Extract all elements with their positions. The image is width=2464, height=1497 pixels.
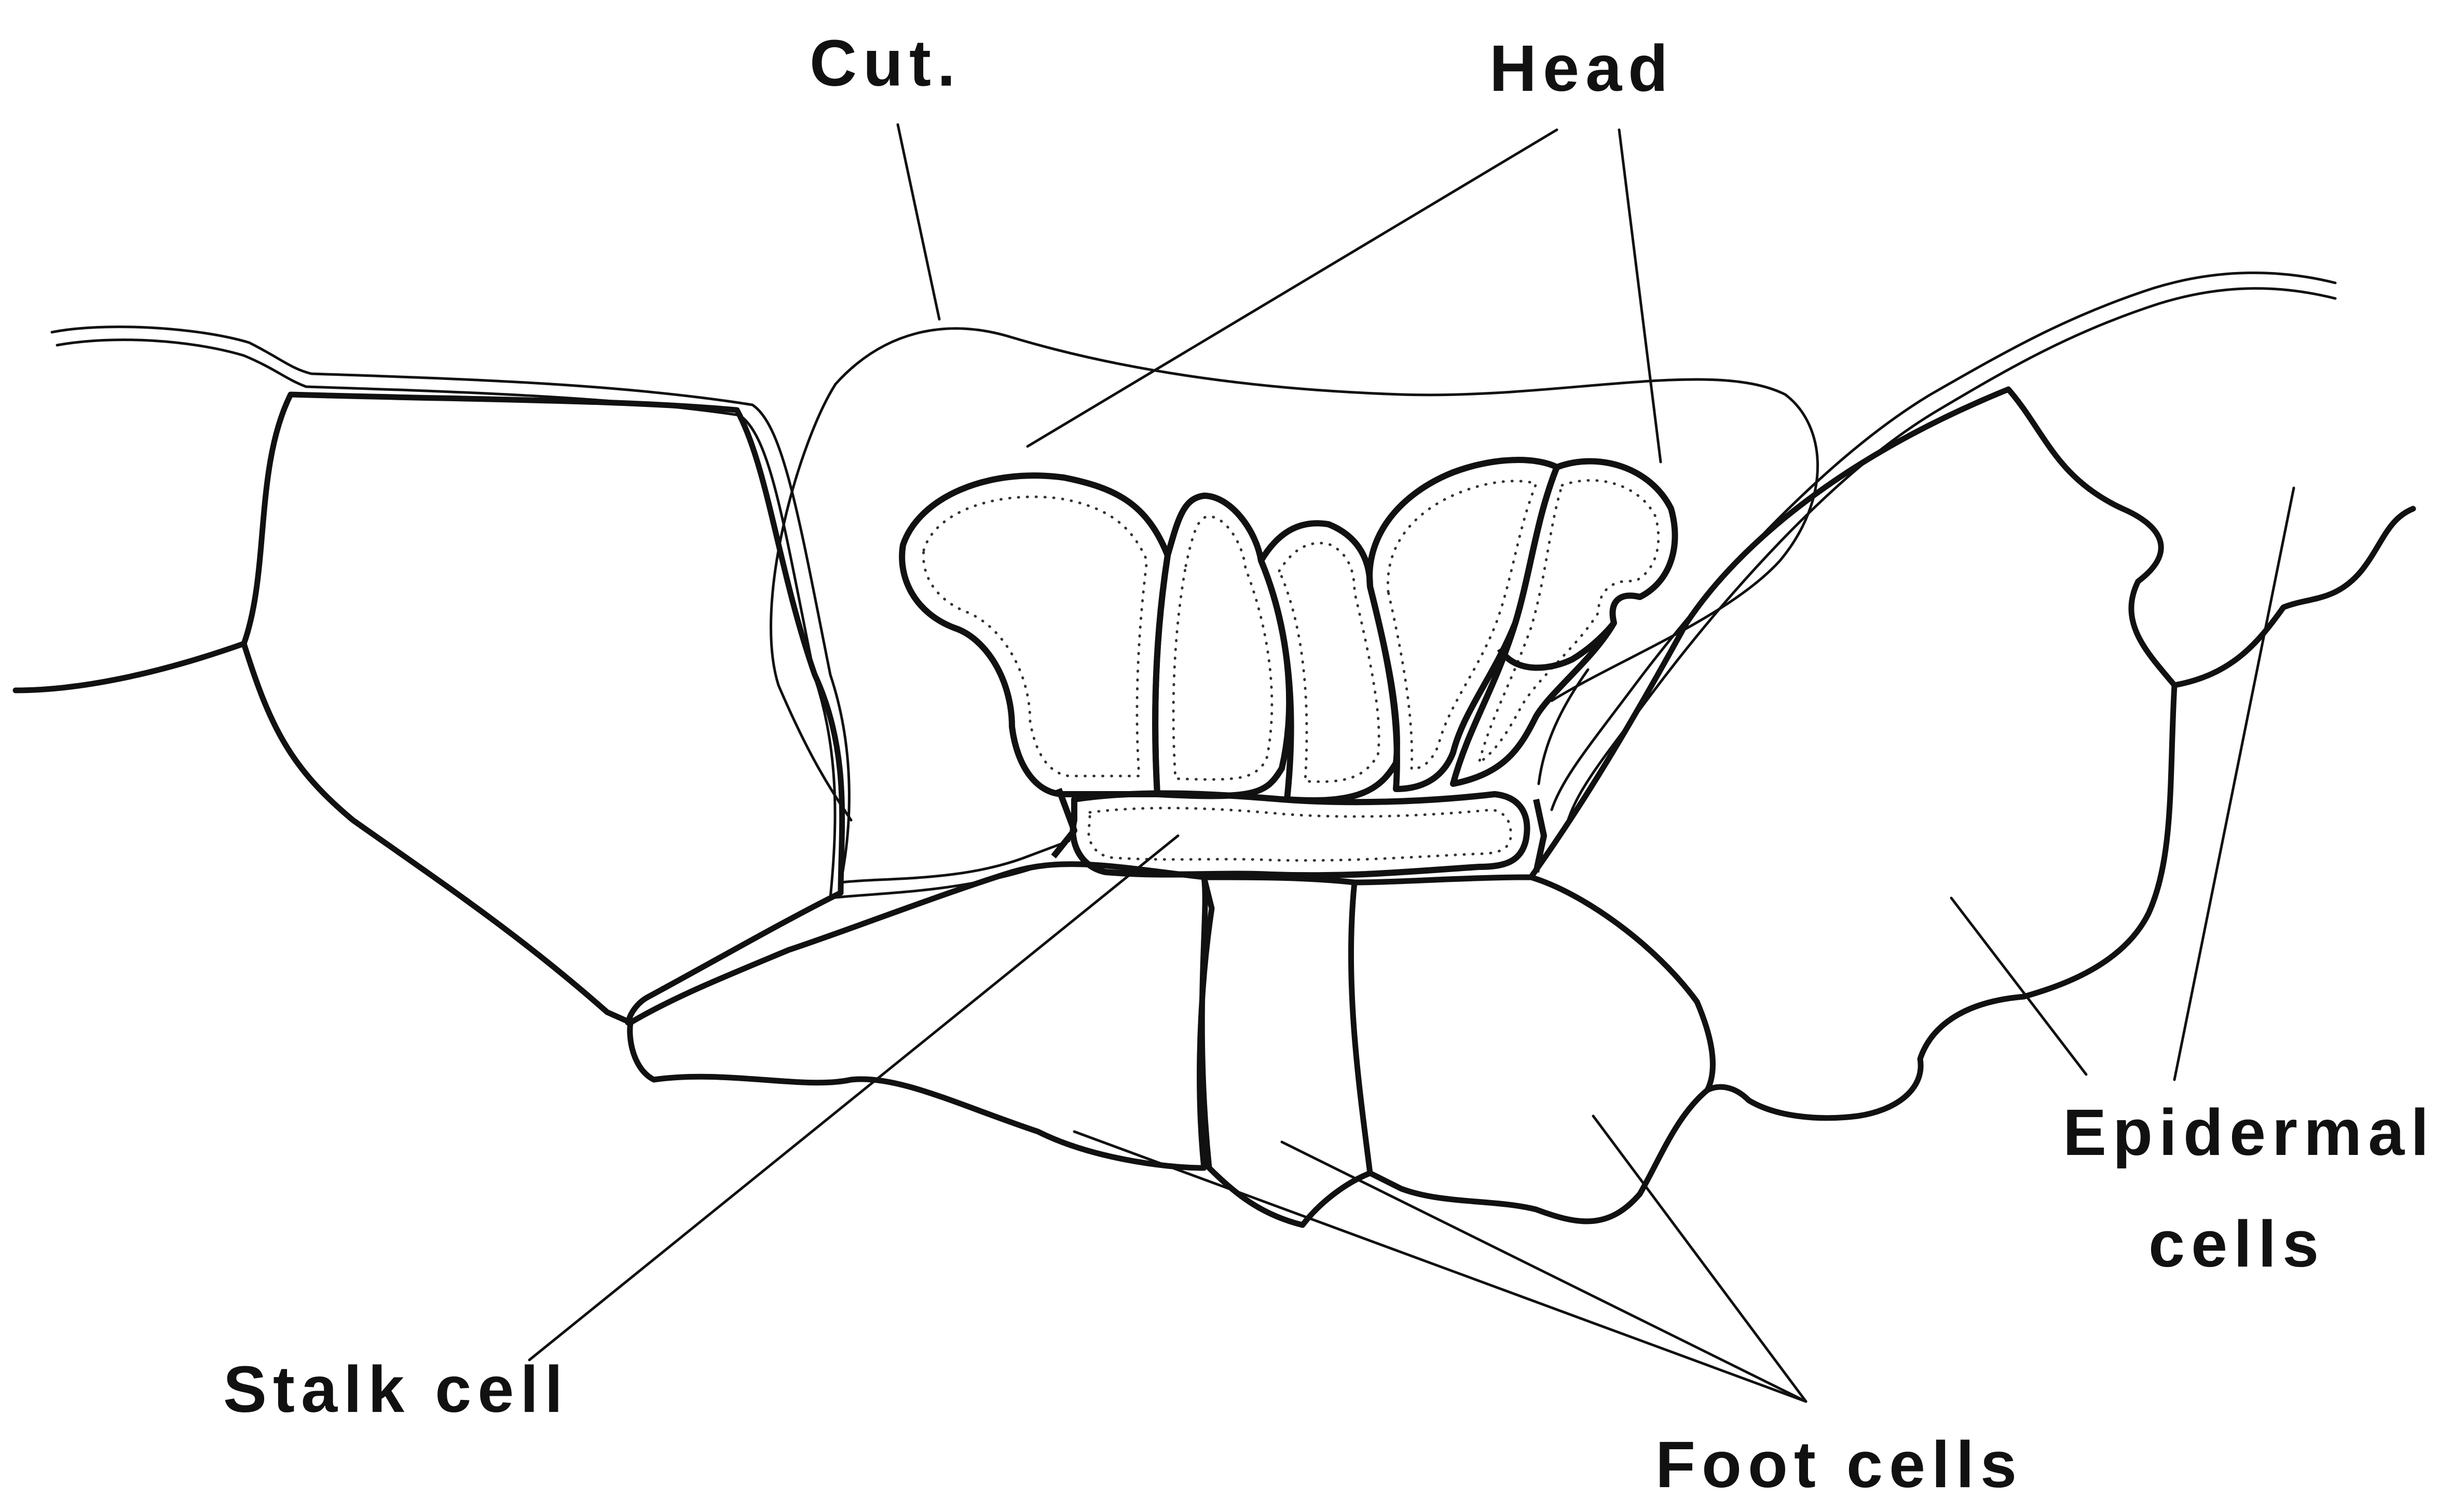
left-surface-wall xyxy=(52,327,1069,898)
leader-foot-3 xyxy=(1593,1116,1806,1401)
label-head: Head xyxy=(1489,32,1674,105)
stalk-cell xyxy=(1053,789,1544,875)
leader-foot-2 xyxy=(1282,1142,1806,1401)
label-epidermal-line2: cells xyxy=(2148,1207,2325,1281)
leader-head-2 xyxy=(1619,130,1661,462)
leader-foot-1 xyxy=(1074,1132,1806,1401)
right-surface-wall xyxy=(1539,273,2335,823)
label-stalk-cell: Stalk cell xyxy=(223,1353,569,1426)
cuticle-outline xyxy=(771,329,1818,820)
label-epidermal-line1: Epidermal xyxy=(2063,1096,2435,1169)
leader-cut xyxy=(898,125,939,319)
leader-head-1 xyxy=(1028,130,1557,446)
leader-epidermal-1 xyxy=(1951,898,2086,1074)
leader-stalk xyxy=(529,836,1178,1360)
leader-lines xyxy=(529,125,2294,1401)
label-cuticle: Cut. xyxy=(810,26,962,100)
leader-epidermal-2 xyxy=(2174,488,2294,1080)
lower-left-cell xyxy=(630,864,1212,1168)
label-foot-cells: Foot cells xyxy=(1655,1428,2023,1497)
head-cells xyxy=(902,460,1675,800)
left-epidermal-cells xyxy=(16,394,842,1023)
